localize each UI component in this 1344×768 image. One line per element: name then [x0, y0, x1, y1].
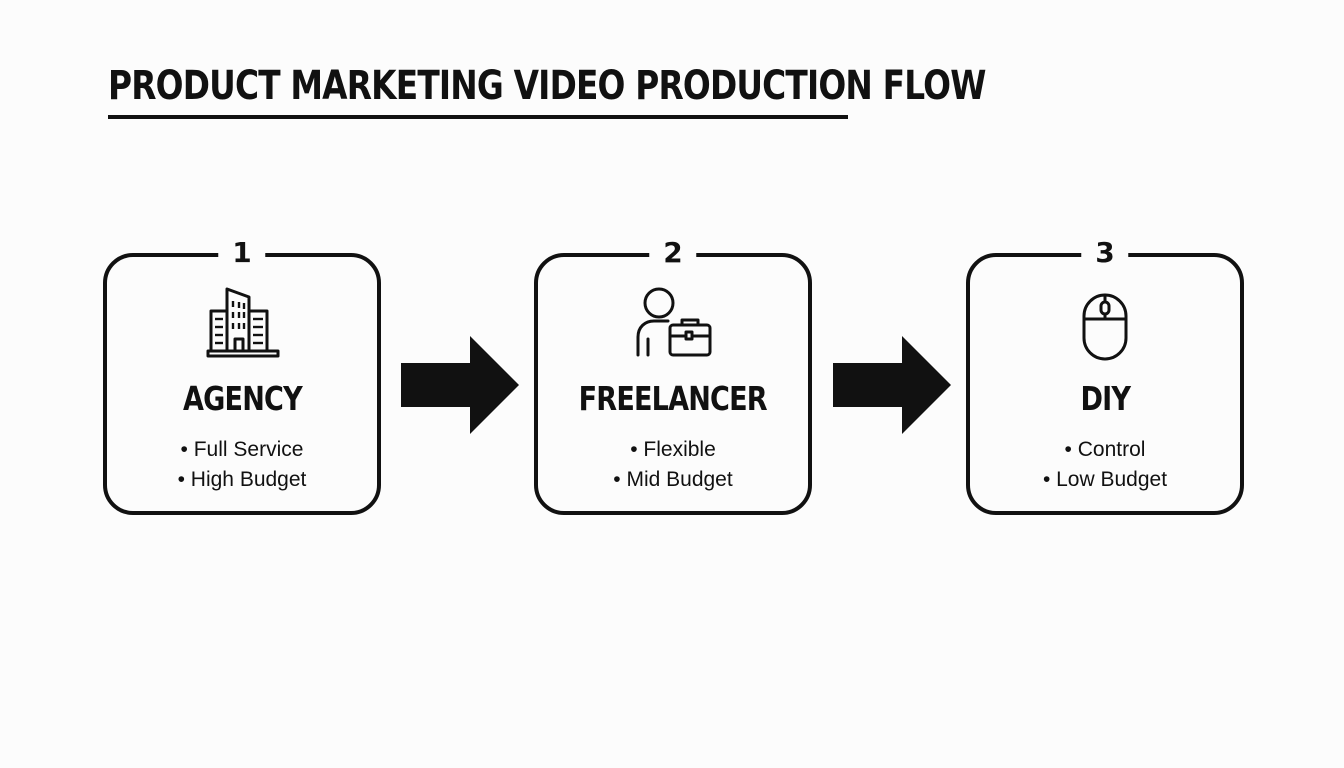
building-icon: [197, 281, 287, 365]
step-title: AGENCY: [182, 379, 303, 418]
step-title: FREELANCER: [578, 379, 768, 418]
step-points: Flexible Mid Budget: [538, 435, 808, 495]
step-card-diy: 3 DIY Control Low Budget: [966, 233, 1244, 515]
step-number: 3: [1081, 233, 1129, 273]
step-title: DIY: [1080, 379, 1130, 418]
list-item: Low Budget: [970, 465, 1240, 495]
step-card-agency: 1: [103, 233, 381, 515]
mouse-icon: [1060, 281, 1150, 365]
step-number: 1: [218, 233, 266, 273]
list-item: High Budget: [107, 465, 377, 495]
list-item: Mid Budget: [538, 465, 808, 495]
list-item: Control: [970, 435, 1240, 465]
list-item: Full Service: [107, 435, 377, 465]
step-points: Full Service High Budget: [107, 435, 377, 495]
step-points: Control Low Budget: [970, 435, 1240, 495]
flow-arrow-right-icon: [401, 336, 519, 434]
list-item: Flexible: [538, 435, 808, 465]
page-title: PRODUCT MARKETING VIDEO PRODUCTION FLOW: [108, 63, 986, 109]
flow-arrow-right-icon: [833, 336, 951, 434]
title-block: PRODUCT MARKETING VIDEO PRODUCTION FLOW: [108, 58, 986, 119]
person-briefcase-icon: [628, 281, 718, 365]
step-number: 2: [649, 233, 697, 273]
title-underline: [108, 115, 848, 119]
step-card-freelancer: 2 FREELANCER Flexible Mid Budget: [534, 233, 812, 515]
